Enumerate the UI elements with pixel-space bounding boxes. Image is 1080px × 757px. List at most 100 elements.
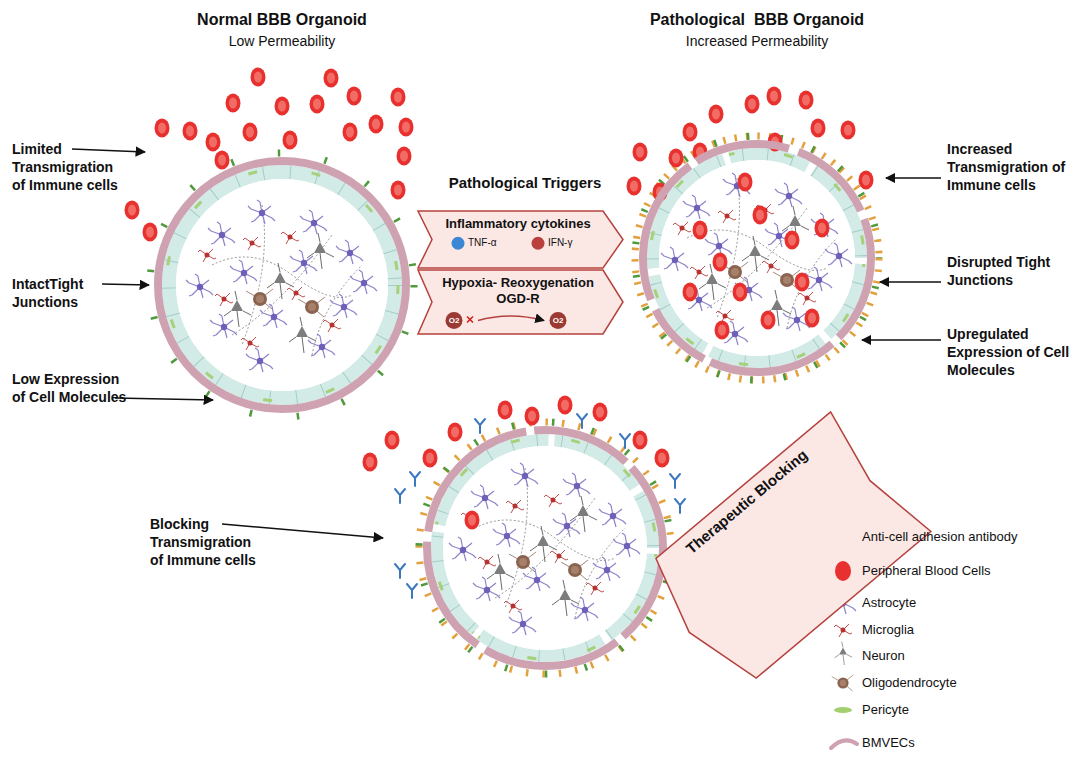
blood-cell xyxy=(283,131,298,150)
adhesion-molecules xyxy=(419,422,671,674)
antibody xyxy=(395,489,405,503)
blood-cell xyxy=(155,119,170,138)
bmvec-ring xyxy=(643,144,871,372)
arrow-band-node: Hypoxia- Reoxygenation OGD-R O2 O2 xyxy=(418,270,623,334)
leader-arrow xyxy=(880,281,941,283)
blood-cell xyxy=(498,401,513,420)
legend-label: Microglia xyxy=(862,622,914,639)
brain-cells xyxy=(449,463,640,635)
chevron-shape xyxy=(639,412,931,692)
legend-pericyte-icon xyxy=(834,707,852,713)
blood-cell xyxy=(633,431,648,450)
blood-cell xyxy=(206,133,221,152)
callout-label: Disrupted Tight Junctions xyxy=(947,253,1072,289)
leader-arrow xyxy=(72,149,145,152)
legend-label: Anti-cell adhesion antibody xyxy=(862,529,1017,546)
pathological-organoid-art xyxy=(635,136,879,380)
blood-cell xyxy=(841,121,856,140)
brain-interior xyxy=(659,160,855,356)
legend-label: BMVECs xyxy=(862,735,915,752)
endothelial-band xyxy=(653,154,861,362)
blood-cell xyxy=(799,91,814,110)
blood-cell xyxy=(753,206,768,225)
legend-swatch xyxy=(835,561,851,581)
cytokine-name: TNF-α xyxy=(468,236,497,250)
blood-cell xyxy=(738,173,753,192)
cell-borders xyxy=(169,172,395,398)
blood-cell xyxy=(399,118,414,137)
trigger-title: Hypoxia- Reoxygenation OGD-R xyxy=(436,275,600,308)
blood-cell xyxy=(125,201,140,220)
blood-cell xyxy=(226,94,241,113)
blood-cell xyxy=(627,177,642,196)
legend-oligodendrocyte-shape xyxy=(832,675,854,691)
legend-neuron-icon xyxy=(835,642,853,665)
brain-interior xyxy=(443,446,647,650)
blood-cell xyxy=(767,87,782,106)
legend-label: Astrocyte xyxy=(862,595,916,612)
blood-cells xyxy=(363,396,686,599)
blood-cells xyxy=(627,87,874,340)
chevron-shape xyxy=(418,270,623,334)
no-oxygen-cross xyxy=(467,317,473,323)
blood-cell xyxy=(448,423,463,442)
blood-cell xyxy=(558,396,573,415)
trigger-title: Inflammatory cytokines xyxy=(436,216,600,232)
blood-cell xyxy=(397,147,412,166)
legend-neuron-shape xyxy=(835,642,853,665)
blood-cell xyxy=(683,123,698,142)
bmvec-ring xyxy=(158,161,406,409)
blood-cell xyxy=(243,123,258,142)
blood-cell xyxy=(683,283,698,302)
bmvec-ring xyxy=(427,430,663,666)
blood-cell xyxy=(391,181,406,200)
adhesion-molecules xyxy=(150,153,414,417)
blood-cell xyxy=(324,69,339,88)
blood-cell xyxy=(709,105,724,124)
blood-cell xyxy=(715,321,730,340)
organoid-node: Pathological BBB OrganoidIncreased Perme… xyxy=(625,6,889,384)
blood-cell xyxy=(347,87,362,106)
blood-cell xyxy=(785,231,800,250)
blood-cell xyxy=(343,123,358,142)
adhesion-molecules xyxy=(419,422,671,674)
adhesion-molecules xyxy=(635,136,879,380)
legend-label: Neuron xyxy=(862,648,905,665)
blood-cell xyxy=(713,253,728,272)
blood-cell xyxy=(391,88,406,107)
brain-cells xyxy=(661,173,852,345)
callout-label: Upregulated Expression of Cell Molecules xyxy=(947,325,1072,380)
cytokine-name: IFN-γ xyxy=(548,236,572,250)
antibody xyxy=(410,472,420,486)
organoid-title: Normal BBB Organoid xyxy=(150,10,414,31)
node-shape xyxy=(625,6,889,384)
blood-cell xyxy=(251,68,266,87)
callout-label: Low Expression of Cell Molecules xyxy=(12,370,130,406)
pericytes xyxy=(650,151,864,365)
legend-label: Peripheral Blood Cells xyxy=(862,563,991,580)
blood-cell xyxy=(795,273,810,292)
molecule-icon xyxy=(532,237,545,250)
blood-cell xyxy=(143,223,158,242)
legend-label: Oligodendrocyte xyxy=(862,675,957,692)
leader-arrow xyxy=(886,177,941,179)
blood-cell xyxy=(385,431,400,450)
blood-cell xyxy=(465,511,480,530)
blood-cell xyxy=(655,449,670,468)
blood-cells xyxy=(125,68,414,242)
oxygen-symbol: O2 xyxy=(444,316,464,326)
blood-cell xyxy=(275,97,290,116)
organoid-title: Pathological BBB Organoid xyxy=(625,10,889,31)
endothelial-band xyxy=(437,440,653,656)
blood-cell xyxy=(693,221,708,240)
callout-label: Increased Transmigration of Immune cells xyxy=(947,140,1072,195)
callout-label: Blocking Transmigration of Immune cells xyxy=(150,515,268,570)
blood-cell xyxy=(363,453,378,472)
oxygen-symbol: O2 xyxy=(548,316,568,326)
junction-gaps xyxy=(437,440,653,656)
treated-organoid-art xyxy=(419,422,671,674)
brain-interior xyxy=(176,179,388,391)
antibody xyxy=(475,419,485,433)
antibody xyxy=(670,474,680,488)
